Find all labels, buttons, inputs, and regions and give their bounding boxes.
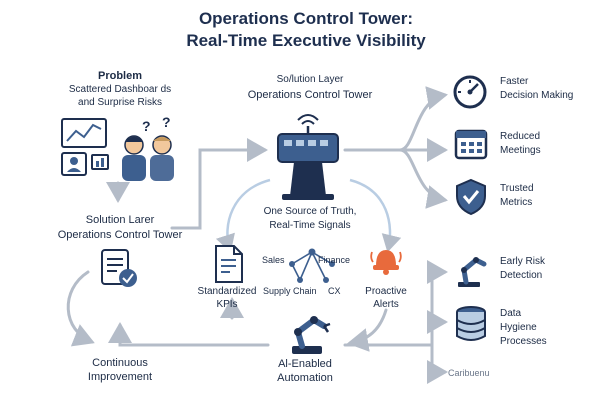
arrow-solution-to-tower bbox=[170, 138, 268, 230]
center-node-finance: Finance bbox=[318, 255, 351, 265]
arrow-to-lower-outcome bbox=[398, 148, 448, 209]
problem-line-1: Scattered Dashboar ds bbox=[68, 84, 172, 95]
arrow-bracket-low bbox=[427, 343, 448, 384]
center-node-cx: CX bbox=[328, 286, 341, 296]
confused-people-icon bbox=[122, 135, 174, 181]
chart-monitor-icon bbox=[61, 118, 107, 148]
automation-line-2: Automation bbox=[277, 372, 333, 384]
speedometer-icon bbox=[453, 75, 487, 109]
robot-arm-icon bbox=[292, 316, 331, 354]
outcome-4-line-2: Detection bbox=[500, 270, 543, 281]
automation-line-1: Al-Enabled bbox=[278, 358, 332, 370]
net-line-3 bbox=[299, 251, 313, 281]
outcome-5-line-2: Hygiene bbox=[500, 322, 537, 333]
control-tower-icon bbox=[277, 114, 339, 200]
net-node-center bbox=[308, 248, 316, 256]
database-icon bbox=[456, 306, 486, 341]
title-line-2: Real-Time Executive Visibility bbox=[186, 31, 426, 50]
outcome-4-line-1: Early Risk bbox=[500, 256, 546, 267]
net-node-supply bbox=[297, 277, 303, 283]
alerts-line-2: Alerts bbox=[373, 299, 399, 310]
net-line-4 bbox=[311, 251, 327, 281]
person-card-icon bbox=[61, 152, 87, 176]
alerts-line-1: Proactive bbox=[365, 286, 407, 297]
kpi-document-icon bbox=[215, 245, 243, 283]
outcome-5-line-1: Data bbox=[500, 308, 522, 319]
mini-chart-icon bbox=[91, 154, 109, 170]
center-node-sales: Sales bbox=[262, 255, 285, 265]
arrow-alerts-to-automation bbox=[347, 308, 388, 352]
improvement-line-1: Continuous bbox=[92, 357, 148, 369]
outcome-2-line-2: Meetings bbox=[500, 145, 541, 156]
alert-bell-icon bbox=[370, 250, 402, 275]
arrow-bracket-right bbox=[343, 260, 448, 347]
outcome-2-line-1: Reduced bbox=[500, 131, 541, 142]
solution-top-line-1: So/lution Layer bbox=[276, 74, 344, 85]
center-node-supply-chain: Supply Chain bbox=[263, 286, 317, 296]
outcome-1-line-1: Faster bbox=[500, 76, 529, 87]
net-node-finance bbox=[329, 261, 335, 267]
net-node-cx bbox=[323, 277, 329, 283]
footer-text: Caribuenu bbox=[448, 368, 490, 378]
net-node-sales bbox=[289, 261, 295, 267]
net-line-2 bbox=[311, 251, 333, 265]
checklist-doc-icon bbox=[101, 249, 137, 287]
problem-line-2: and Surprise Risks bbox=[78, 97, 162, 108]
risk-robot-arm-icon bbox=[458, 257, 487, 287]
hub-arc-right bbox=[349, 178, 402, 253]
question-mark-icon: ? bbox=[142, 118, 151, 134]
question-mark-icon: ? bbox=[162, 115, 171, 130]
arrow-bottom-return bbox=[108, 322, 270, 347]
net-line-1 bbox=[291, 251, 313, 265]
solution-left-line-1: Solution Larer bbox=[85, 214, 155, 226]
shield-check-icon bbox=[456, 178, 486, 216]
outcome-3-line-1: Trusted bbox=[500, 183, 534, 194]
kpis-line-2: KPIs bbox=[216, 299, 238, 310]
hub-arc-left bbox=[215, 178, 271, 253]
outcome-5-line-3: Processes bbox=[500, 336, 547, 347]
center-line-1: One Source of Truth, bbox=[263, 206, 357, 217]
outcome-1-line-2: Decision Making bbox=[500, 90, 574, 101]
problem-heading: Problem bbox=[97, 70, 142, 82]
calendar-icon bbox=[454, 129, 488, 160]
arrow-loop-left bbox=[66, 270, 95, 347]
center-line-2: Real-Time Signals bbox=[269, 220, 351, 231]
kpis-line-1: Standardized bbox=[197, 286, 257, 297]
problem-illustration: ? ? bbox=[61, 115, 174, 181]
solution-top-line-2: Operations Control Tower bbox=[247, 89, 373, 101]
outcome-3-line-2: Metrics bbox=[500, 197, 533, 208]
improvement-line-2: Improvement bbox=[87, 371, 153, 383]
title-line-1: Operations Control Tower: bbox=[198, 9, 414, 28]
solution-left-line-2: Operations Control Tower bbox=[57, 229, 183, 241]
arrow-to-top-outcomes bbox=[343, 86, 448, 152]
